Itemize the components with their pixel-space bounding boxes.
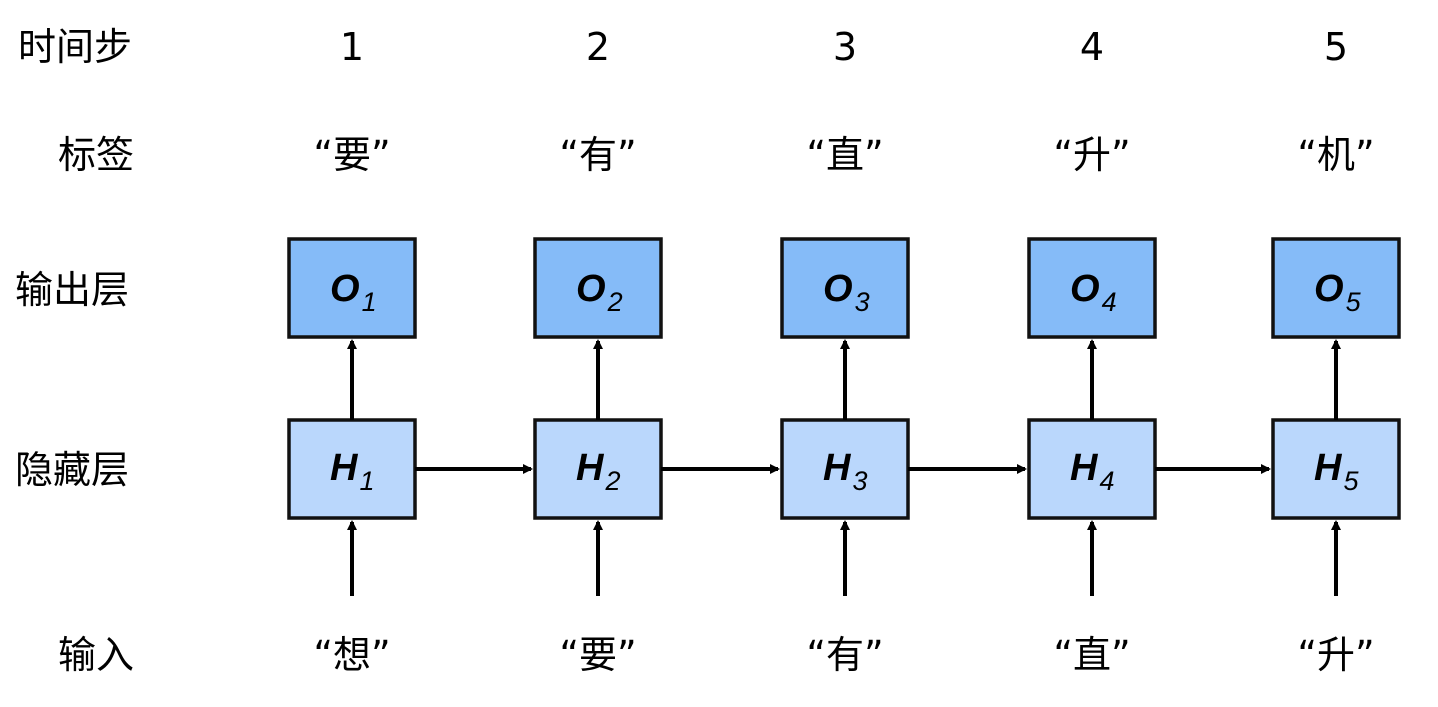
hidden-node-label: H1 <box>330 447 374 496</box>
output-node <box>287 237 417 339</box>
hidden-subscript: 2 <box>604 466 620 496</box>
label-token: “有” <box>559 133 636 177</box>
output-node <box>780 237 910 339</box>
label-token: “机” <box>1297 133 1374 177</box>
row-label-time-step: 时间步 <box>18 25 132 69</box>
label-token: “升” <box>1053 133 1130 177</box>
hidden-subscript: 5 <box>1343 466 1359 496</box>
input-token: “想” <box>313 633 390 677</box>
input-token: “要” <box>559 633 636 677</box>
input-token: “升” <box>1297 633 1374 677</box>
hidden-node <box>1271 418 1401 520</box>
hidden-subscript: 4 <box>1099 466 1114 496</box>
output-subscript: 4 <box>1102 287 1117 317</box>
step-number: 4 <box>1080 25 1104 69</box>
label-token: “直” <box>806 133 883 177</box>
input-token: “直” <box>1053 633 1130 677</box>
output-node-label: O5 <box>1314 268 1362 317</box>
output-symbol: O <box>1070 268 1100 310</box>
hidden-subscript: 1 <box>359 466 374 496</box>
output-subscript: 5 <box>1346 287 1362 317</box>
step-number: 3 <box>833 25 857 69</box>
output-symbol: O <box>1314 268 1344 310</box>
hidden-symbol: H <box>330 447 359 489</box>
hidden-subscript: 3 <box>852 466 867 496</box>
hidden-node-label: H4 <box>1070 447 1114 496</box>
output-symbol: O <box>823 268 853 310</box>
row-label-output-layer: 输出层 <box>15 268 129 312</box>
output-subscript: 3 <box>855 287 870 317</box>
hidden-symbol: H <box>823 447 852 489</box>
output-node-label: O3 <box>823 268 870 317</box>
step-number: 5 <box>1324 25 1348 69</box>
hidden-symbol: H <box>1070 447 1099 489</box>
output-node-label: O2 <box>576 268 623 317</box>
output-node <box>1027 237 1157 339</box>
hidden-node <box>780 418 910 520</box>
row-label-label: 标签 <box>58 133 134 177</box>
output-node <box>533 237 663 339</box>
hidden-symbol: H <box>1314 447 1343 489</box>
time-step-columns: 1“要”O1H1“想”2“有”O2H2“要”3“直”O3H3“有”4“升”O4H… <box>287 25 1401 677</box>
output-symbol: O <box>330 268 360 310</box>
row-label-hidden-layer: 隐藏层 <box>15 448 129 492</box>
output-symbol: O <box>576 268 606 310</box>
hidden-node-label: H3 <box>823 447 867 496</box>
hidden-node-label: H2 <box>576 447 620 496</box>
step-number: 2 <box>586 25 610 69</box>
row-label-input: 输入 <box>58 633 134 677</box>
step-number: 1 <box>340 25 364 69</box>
output-node-label: O4 <box>1070 268 1117 317</box>
hidden-node-label: H5 <box>1314 447 1359 496</box>
input-token: “有” <box>806 633 883 677</box>
label-token: “要” <box>313 133 390 177</box>
output-node <box>1271 237 1401 339</box>
output-node-label: O1 <box>330 268 377 317</box>
output-subscript: 1 <box>362 287 377 317</box>
hidden-symbol: H <box>576 447 605 489</box>
output-subscript: 2 <box>607 287 623 317</box>
